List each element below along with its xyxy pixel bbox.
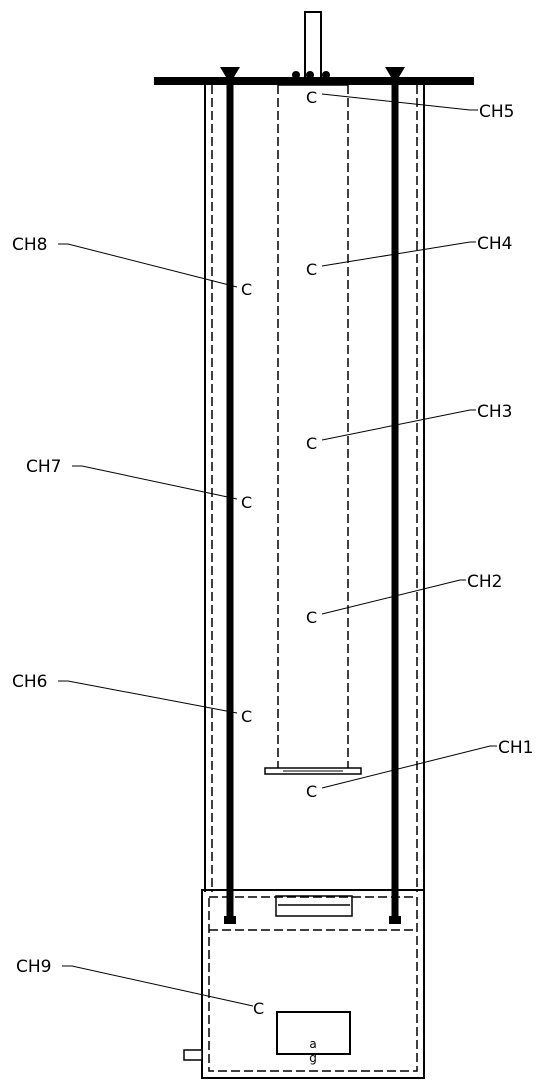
label-ch7: CH7: [26, 457, 61, 477]
box-glyph-lower: g: [309, 1051, 317, 1065]
label-ch4: CH4: [477, 234, 512, 254]
box-glyph: a: [309, 1037, 316, 1051]
sensor-ch8-mark: C: [241, 280, 252, 299]
label-ch6: CH6: [12, 672, 47, 692]
top-stem: [304, 11, 322, 79]
sensor-ch2-mark: C: [306, 608, 317, 627]
sensor-ch9-mark: C: [253, 999, 264, 1018]
sensor-ch4-mark: C: [306, 260, 317, 279]
left-rod: [220, 67, 240, 924]
inner-tube-base-plate: [264, 767, 362, 775]
label-ch1: CH1: [498, 738, 533, 758]
sensor-ch6-mark: C: [241, 707, 252, 726]
inner-box: [276, 1011, 351, 1055]
bottom-tank: [183, 889, 425, 1079]
top-plate: [154, 77, 474, 85]
outlet-pipe: [183, 1049, 203, 1061]
sensor-ch5-mark: C: [306, 88, 317, 107]
label-ch2: CH2: [467, 572, 502, 592]
sensor-ch1-mark: C: [306, 782, 317, 801]
outer-column: [204, 85, 425, 892]
sensor-ch7-mark: C: [241, 493, 252, 512]
leader-lines: [58, 93, 497, 1007]
sensor-ch3-mark: C: [306, 434, 317, 453]
label-ch8: CH8: [12, 235, 47, 255]
inner-tube: [277, 84, 349, 768]
label-ch3: CH3: [477, 402, 512, 422]
label-ch5: CH5: [479, 102, 514, 122]
label-ch9: CH9: [16, 957, 51, 977]
right-rod: [385, 67, 405, 924]
